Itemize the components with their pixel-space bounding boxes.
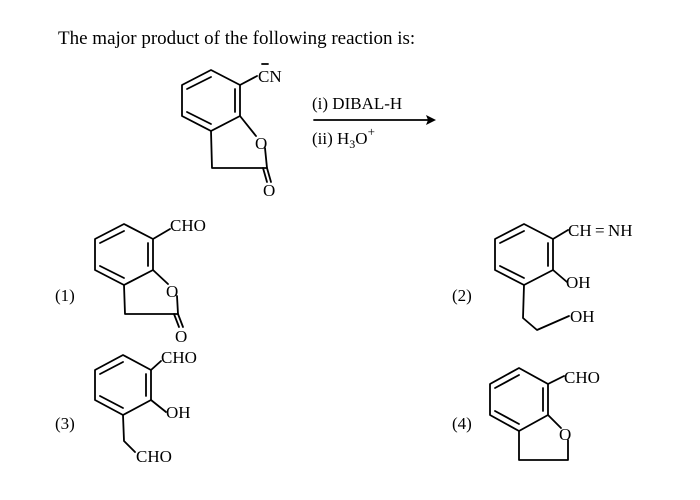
option-3-molecule: CHO OH CHO [94, 348, 197, 466]
option-1-label: (1) [55, 286, 75, 305]
option-1-benzene-double-bonds [99, 230, 149, 279]
option-2-molecule: CH = NH OH OH [494, 221, 633, 331]
option-3-ch2-chain [122, 414, 136, 453]
question-text: The major product of the following react… [58, 28, 416, 49]
option-1-lactone-ring [123, 269, 179, 315]
option-2-label: (2) [452, 286, 472, 305]
option-1-carbonyl-bond [173, 313, 184, 328]
option-1-cho-label: CHO [170, 216, 206, 235]
reactant-ring-oxygen: O [255, 134, 267, 153]
option-4-benzene-double-bonds [494, 374, 544, 425]
option-3-bottom-cho-label: CHO [136, 447, 172, 466]
option-4-cho-label: CHO [564, 368, 600, 387]
reactant-benzene-double-bonds [186, 76, 236, 125]
option-2-benzene-double-bonds [499, 230, 549, 279]
reactant-cn-label: CN [258, 67, 282, 86]
option-3-label: (3) [55, 414, 75, 433]
option-4-ring-oxygen: O [559, 425, 571, 444]
option-3-cho-label: CHO [161, 348, 197, 367]
reactant-carbonyl-bond [262, 167, 272, 183]
option-2-imine-label: CH = NH [568, 221, 633, 240]
option-1-carbonyl-oxygen: O [175, 327, 187, 346]
option-2-benzene-ring [494, 223, 554, 286]
option-4-cho-bond [547, 375, 565, 385]
option-4-dihydrofuran-ring [518, 414, 569, 461]
option-1-cho-bond [152, 228, 171, 240]
option-4-benzene-ring [489, 367, 549, 432]
reactant-carbonyl-oxygen: O [263, 181, 275, 200]
reactant-cn-bond [239, 75, 258, 86]
reagent-step-1: (i) DIBAL-H [312, 94, 402, 113]
reactant-lactone-ring [210, 115, 268, 169]
arrow-head [426, 115, 436, 125]
option-3-benzene-double-bonds [99, 361, 147, 409]
option-4-molecule: CHO O [489, 367, 600, 461]
option-3-oh-label: OH [166, 403, 191, 422]
option-3-benzene-ring [94, 354, 152, 416]
reaction-arrow [313, 115, 436, 125]
option-1-ring-oxygen: O [166, 282, 178, 301]
reactant-benzene-ring [181, 69, 241, 132]
option-4-label: (4) [452, 414, 472, 433]
reactant-molecule: CN O O [181, 63, 282, 200]
option-1-molecule: CHO O O [94, 216, 206, 346]
option-1-benzene-ring [94, 223, 154, 286]
option-3-cho-bond [150, 360, 162, 371]
option-2-oh2-label: OH [570, 307, 595, 326]
option-2-oh1-label: OH [566, 273, 591, 292]
reagent-step-2: (ii) H3O+ [312, 124, 375, 151]
option-2-imine-bond [552, 229, 569, 240]
option-2-oh1-bond [552, 269, 568, 283]
option-2-ethyl-chain [522, 284, 570, 331]
option-3-oh-bond [150, 399, 167, 413]
